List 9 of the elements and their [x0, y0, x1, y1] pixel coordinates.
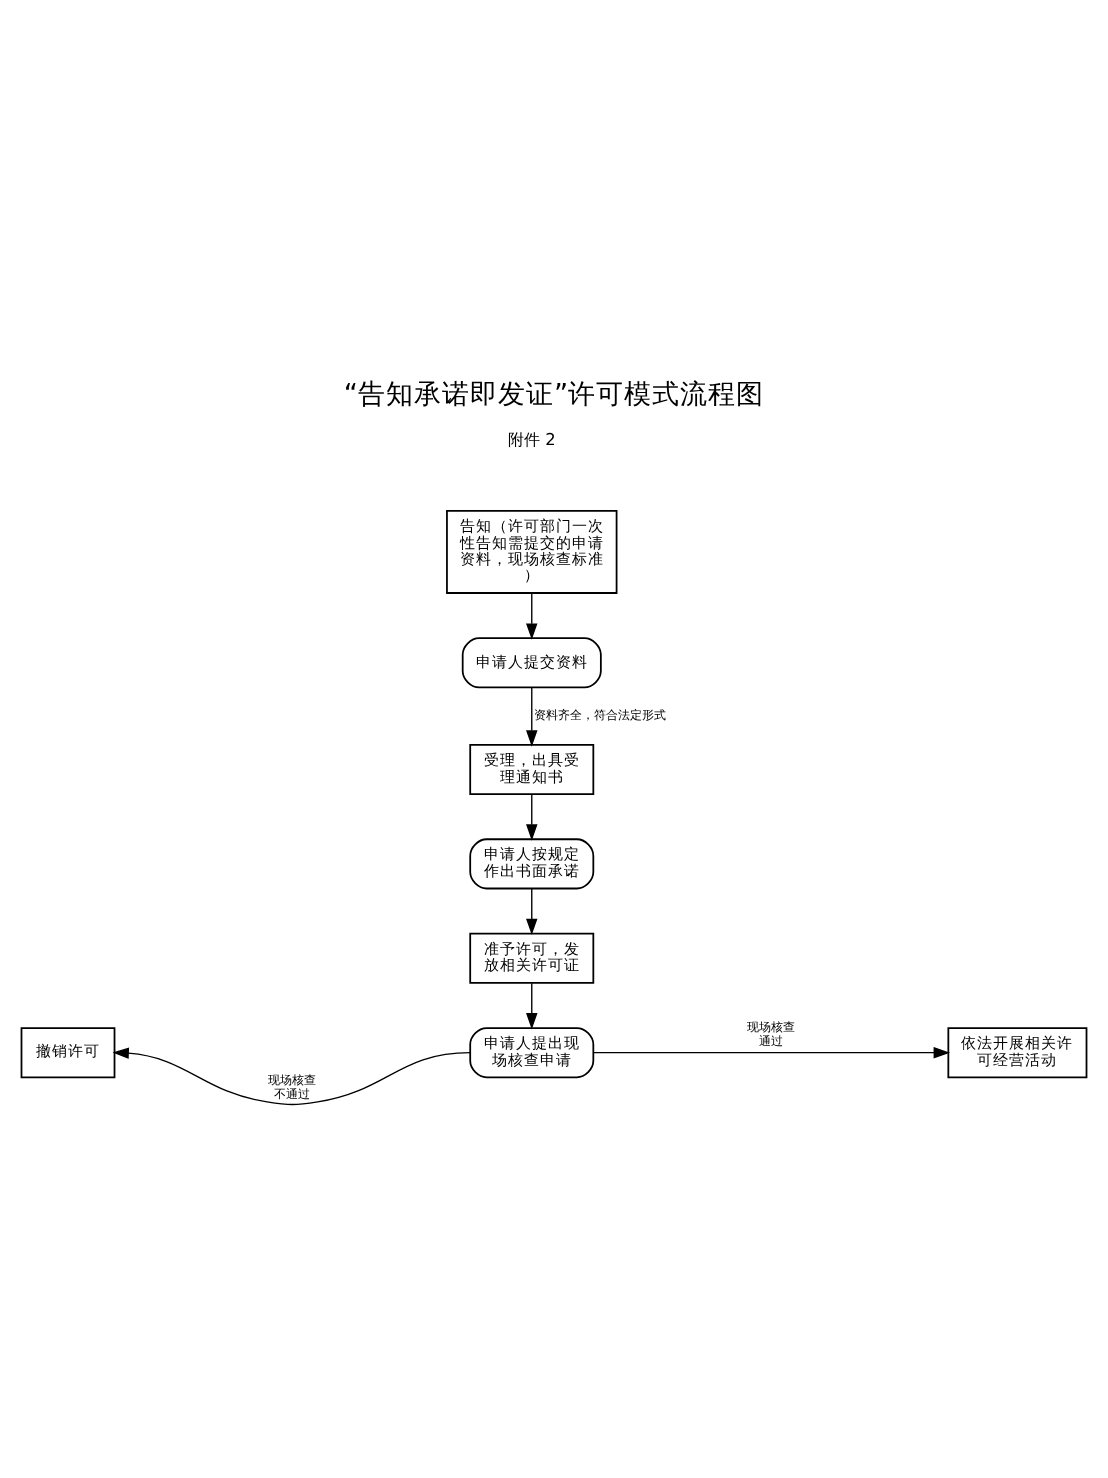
arrow [526, 686, 538, 746]
label: 附件 2 [507, 428, 556, 449]
arrow [112, 1046, 471, 1105]
arrow [593, 1045, 951, 1058]
diagram-title: “告知承诺即发证”许可模式流程图 [343, 377, 765, 410]
arrow [526, 792, 538, 840]
arrow [526, 591, 538, 639]
arrow [526, 887, 538, 935]
arrow [526, 981, 538, 1029]
